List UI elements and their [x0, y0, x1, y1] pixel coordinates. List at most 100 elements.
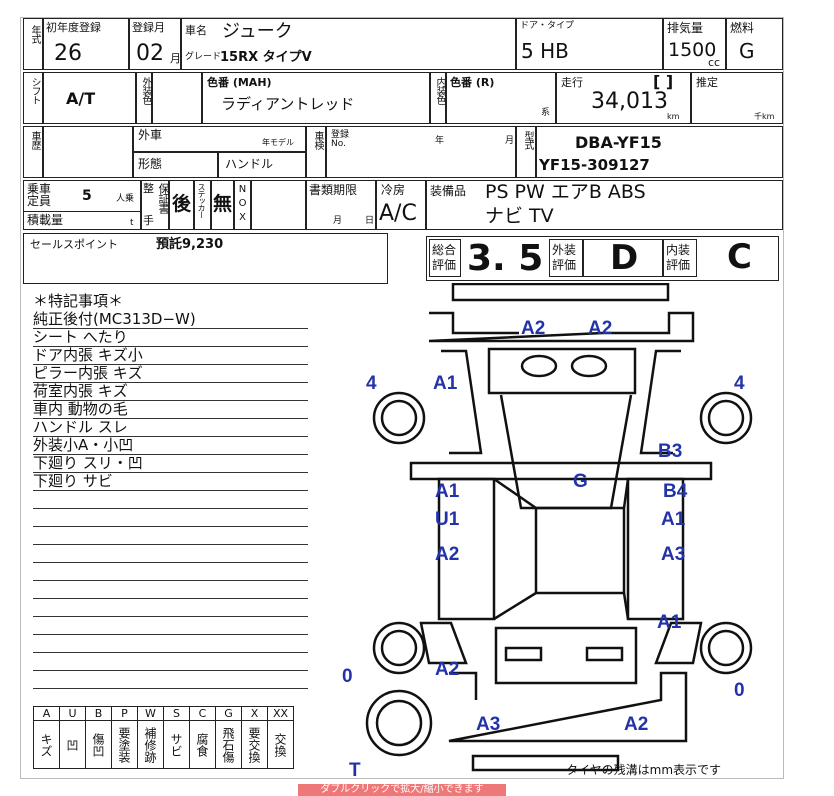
door-type: 5 HB — [521, 39, 569, 63]
tire-front-right — [699, 391, 753, 445]
mileage-label: 走行 — [561, 76, 583, 89]
model-code: DBA-YF15 — [575, 133, 662, 152]
tire-depth: 0 — [342, 666, 353, 687]
legend-meaning: 凹 — [59, 720, 86, 769]
legend-meaning: 補修跡 — [137, 720, 164, 769]
legend-meaning: 腐食 — [189, 720, 216, 769]
body-side — [409, 461, 713, 481]
legend-meaning: キズ — [33, 720, 60, 769]
cabin-lines — [493, 477, 630, 621]
warranty-suffix: 手 — [143, 214, 154, 227]
inspection-label-cell: 車検 — [306, 126, 326, 178]
damage-mark: A3 — [476, 714, 501, 735]
legend-code: C — [189, 706, 216, 721]
color-name: ラディアントレッド — [221, 95, 355, 113]
legend-meaning: 飛石傷 — [215, 720, 242, 769]
int-color-label-cell: 内装色 — [430, 72, 446, 124]
history-label-cell: 車歴 — [23, 126, 43, 178]
blank-note-line — [33, 509, 308, 527]
headlight-right — [570, 354, 608, 378]
damage-mark: B4 — [663, 481, 688, 502]
notes-title: ＊特記事項＊ — [33, 292, 124, 310]
color-cell: 色番 (MAH) ラディアントレッド — [202, 72, 430, 124]
door-type-label: ドア・タイプ — [520, 21, 575, 31]
legend-meaning: 傷凹 — [85, 720, 112, 769]
rear-fender-left — [419, 621, 468, 665]
warranty-cell: 後 — [169, 180, 194, 230]
sticker: 無 — [213, 193, 233, 215]
blank-note-line — [33, 617, 308, 635]
month-unit-2: 月 — [505, 136, 515, 146]
rear-bumper — [448, 671, 688, 743]
sticker-cell: 無 — [211, 180, 234, 230]
warranty-label-cell: 整保証書手 — [141, 180, 170, 230]
legend-code: U — [59, 706, 86, 721]
estimate-cell: 推定千km — [691, 72, 783, 124]
doc-month: 月 — [333, 216, 343, 226]
legend-code: B — [85, 706, 112, 721]
taillight-left — [504, 646, 543, 662]
shift-label: シフト — [29, 77, 40, 104]
note-item: 下廻り スリ・凹 — [33, 455, 308, 473]
zoom-hint-button[interactable]: ダブルクリックで拡大/縮小できます — [298, 784, 506, 796]
windshield — [499, 394, 633, 510]
interior-score: C — [727, 237, 752, 277]
blank-note-line — [33, 491, 308, 509]
kei: 系 — [541, 108, 551, 118]
car-diagram — [365, 283, 753, 772]
legend-meaning: 交換 — [267, 720, 294, 769]
sales-point-box: セールスポイント預託9,230 — [23, 233, 388, 284]
note-item: ピラー内張 キズ — [33, 365, 308, 383]
first-reg-year: 26 — [54, 41, 82, 66]
form-label: 形態 — [138, 157, 163, 171]
int-color-cell: 色番 (R) 系 — [446, 72, 556, 124]
warranty-prefix: 整 — [143, 182, 154, 195]
exterior-label-cell: 外装評価 — [549, 239, 583, 277]
grade-label: グレード — [185, 52, 222, 62]
rear-bumper-bar — [471, 754, 620, 772]
int-color-no-label: 色番 (R) — [450, 76, 495, 89]
blank-note-line — [33, 635, 308, 653]
km-unit: km — [667, 112, 680, 121]
history-label: 車歴 — [29, 131, 40, 149]
blank-note-line — [33, 599, 308, 617]
note-item: 純正後付(MC313D−W) — [33, 311, 308, 329]
load-label: 積載量 — [27, 213, 64, 227]
capacity: 5 — [82, 188, 92, 204]
legend-meaning: サビ — [163, 720, 190, 769]
color-no-label: 色番 (MAH) — [207, 76, 272, 89]
nox-label-cell: NOX — [234, 180, 251, 230]
capacity-unit: 人乗 — [116, 194, 135, 204]
tire-depth: 0 — [734, 680, 745, 701]
interior-label: 内装評価 — [666, 243, 691, 272]
handle-label: ハンドル — [225, 157, 274, 171]
damage-mark: A1 — [661, 509, 686, 530]
damage-mark: A1 — [657, 612, 682, 633]
damage-mark: A1 — [433, 373, 458, 394]
load-unit: t — [130, 218, 134, 228]
damage-mark: A1 — [435, 481, 460, 502]
warranty: 後 — [172, 193, 192, 215]
tire-depth: 4 — [734, 373, 745, 394]
reg-no-cell: 登録 No.年月 — [326, 126, 516, 178]
overall-label-cell: 総合評価 — [429, 239, 461, 277]
model-label: 型式 — [522, 131, 533, 149]
legend-code: X — [241, 706, 268, 721]
hood — [487, 347, 637, 395]
blank-note-line — [33, 671, 308, 689]
exterior-score: D — [610, 238, 639, 278]
year-unit: 年 — [435, 136, 445, 146]
damage-mark: U1 — [435, 509, 460, 530]
tire-rear-right — [699, 621, 753, 675]
nox-label: NOX — [237, 184, 248, 226]
shift-label-cell: シフト — [23, 72, 43, 124]
sticker-label-cell: ステッカー — [194, 180, 211, 230]
handle-cell: ハンドル — [218, 152, 306, 178]
